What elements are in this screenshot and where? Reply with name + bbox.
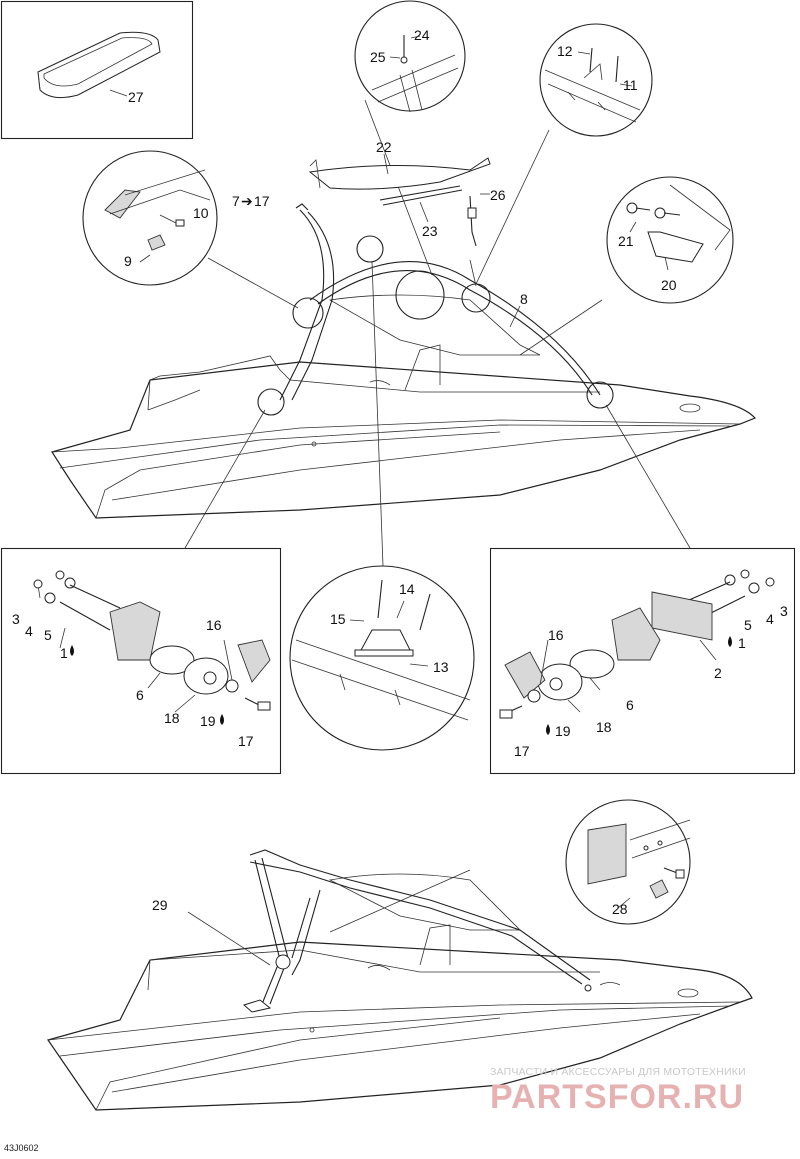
inset-circle-13-14-15 — [289, 565, 475, 751]
callout-20: 20 — [661, 277, 677, 293]
callout-7: 7 — [232, 193, 240, 209]
drop-icon — [70, 645, 74, 656]
inset-box-27 — [0, 0, 194, 140]
right-mount-assembly — [499, 569, 775, 719]
inset-circle-24-25 — [354, 0, 466, 113]
inset-box-right-mount — [489, 547, 796, 775]
callout-15: 15 — [330, 611, 346, 627]
callout-22: 22 — [376, 139, 392, 155]
callout-13: 13 — [433, 659, 449, 675]
callout-2: 2 — [714, 665, 722, 681]
callout-5-right: 5 — [744, 617, 752, 633]
callout-5-left: 5 — [44, 627, 52, 643]
boat-bottom — [47, 849, 753, 1111]
figure-reference: 43J0602 — [4, 1143, 39, 1153]
drop-icon — [546, 724, 550, 735]
callout-4-right: 4 — [766, 611, 774, 627]
callout-19-right: 19 — [555, 723, 571, 739]
drop-icon — [728, 636, 732, 647]
callout-1-left: 1 — [60, 645, 68, 661]
drop-icon — [220, 714, 224, 725]
callout-16-right: 16 — [548, 627, 564, 643]
inset-circle-28 — [565, 799, 691, 925]
callout-8: 8 — [520, 291, 528, 307]
callout-14: 14 — [399, 581, 415, 597]
callout-11: 11 — [623, 77, 638, 93]
callout-12: 12 — [557, 43, 573, 59]
inset-circle-9-10 — [82, 150, 218, 286]
inset-circle-11-12 — [539, 23, 653, 137]
callout-17-right: 17 — [514, 743, 530, 759]
callout-18-right: 18 — [596, 719, 612, 735]
callout-17-top: 17 — [254, 193, 270, 209]
callout-23: 23 — [422, 223, 438, 239]
watermark-line1: ЗАПЧАСТИ И АКСЕССУАРЫ ДЛЯ МОТОТЕХНИКИ — [490, 1066, 746, 1078]
callout-24: 24 — [414, 27, 430, 43]
callout-10: 10 — [193, 205, 209, 221]
callout-26: 26 — [490, 187, 506, 203]
callout-arrow: ➔ — [241, 193, 253, 209]
callout-6-right: 6 — [626, 697, 634, 713]
callout-19-left: 19 — [200, 713, 216, 729]
callout-3-left: 3 — [12, 611, 20, 627]
pad-27 — [37, 31, 161, 99]
callout-18-left: 18 — [164, 710, 180, 726]
inset-circle-20-21 — [606, 176, 734, 304]
boat-top — [51, 99, 757, 567]
callout-9: 9 — [124, 253, 132, 269]
callout-17-left: 17 — [238, 733, 254, 749]
callout-16-left: 16 — [206, 617, 222, 633]
callout-27: 27 — [128, 89, 144, 105]
left-mount-assembly — [33, 570, 271, 713]
inset-box-left-mount — [0, 547, 282, 775]
callout-6-left: 6 — [136, 687, 144, 703]
callout-1-right: 1 — [738, 635, 746, 651]
watermark-line2: PARTSFOR.RU — [490, 1078, 745, 1116]
callout-28: 28 — [612, 901, 628, 917]
callout-3-right: 3 — [780, 603, 788, 619]
callout-4-left: 4 — [25, 623, 33, 639]
bimini-22-23-26 — [308, 153, 491, 247]
callout-25: 25 — [370, 49, 386, 65]
callout-21: 21 — [618, 233, 634, 249]
callout-29: 29 — [152, 897, 168, 913]
